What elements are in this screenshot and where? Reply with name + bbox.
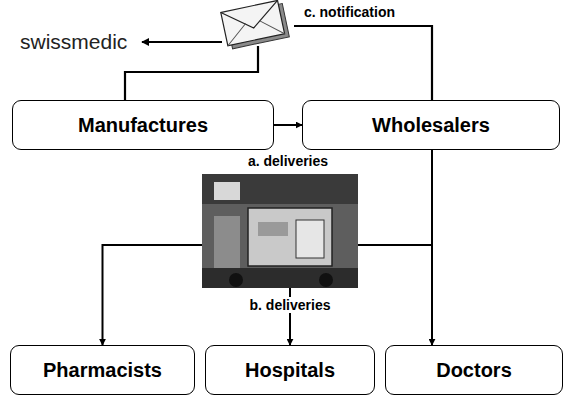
notification-arrow xyxy=(142,41,222,43)
flow-arrow xyxy=(103,150,433,345)
box-label: Hospitals xyxy=(245,359,335,382)
notification-line xyxy=(294,26,432,100)
flow-arrow xyxy=(431,150,433,345)
flow-arrow xyxy=(274,124,302,126)
entity-box: Doctors xyxy=(385,345,563,395)
flow-label: b. deliveries xyxy=(247,297,334,313)
entity-box: Hospitals xyxy=(205,345,375,395)
box-label: Doctors xyxy=(436,359,512,382)
logo-text: swissmedic xyxy=(18,30,129,54)
box-label: Wholesalers xyxy=(372,114,490,137)
flow-label: a. deliveries xyxy=(245,153,331,169)
entity-box: Wholesalers xyxy=(302,100,560,150)
entity-box: Manufactures xyxy=(12,100,274,150)
notification-line xyxy=(125,46,258,100)
box-label: Pharmacists xyxy=(43,359,162,382)
box-label: Manufactures xyxy=(78,114,208,137)
entity-box: Pharmacists xyxy=(10,345,195,395)
notification-label: c. notification xyxy=(302,4,397,20)
